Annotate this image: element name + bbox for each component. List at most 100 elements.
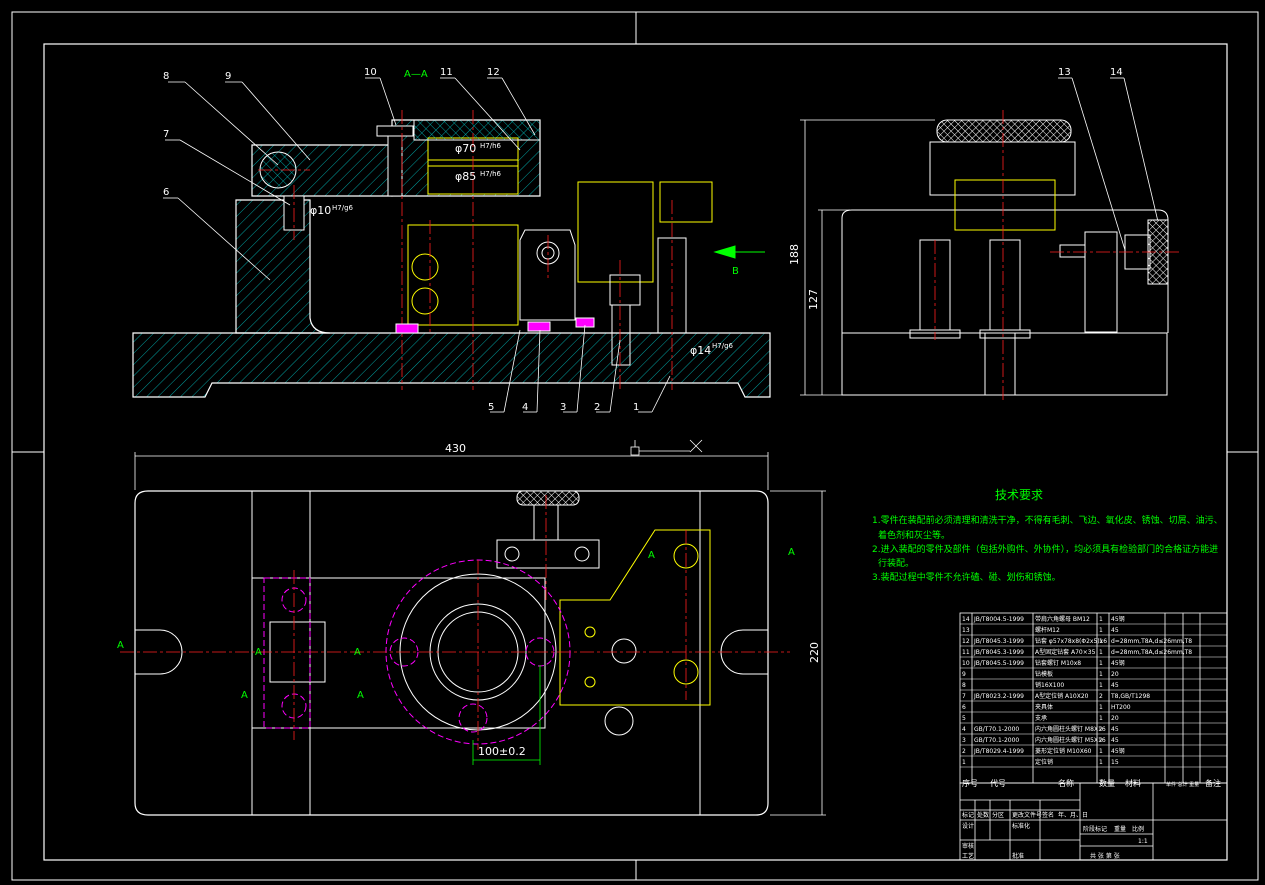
- bom-cell-code: JB/T8023.2-1999: [973, 693, 1024, 700]
- balloon-6: 6: [163, 187, 169, 198]
- bom-cell-name: A型定位销 A10X20: [1035, 692, 1089, 700]
- svg-text:A: A: [354, 647, 361, 658]
- bom-cell-mat: 45: [1111, 737, 1119, 744]
- bom-cell-no: 11: [962, 649, 970, 656]
- section-markers: A A A A A A A: [117, 547, 795, 701]
- balloon-12: 12: [487, 67, 500, 78]
- svg-text:3.装配过程中零件不允许磕、碰、划伤和锈蚀。: 3.装配过程中零件不允许磕、碰、划伤和锈蚀。: [872, 571, 1061, 583]
- bom-cell-name: 内六角圆柱头螺钉 M5X16: [1035, 736, 1106, 744]
- bom-cell-name: 定位销: [1035, 758, 1053, 766]
- base-plate: [132, 332, 771, 398]
- svg-text:A: A: [357, 690, 364, 701]
- top-view: [134, 490, 769, 816]
- balloon-4: 4: [522, 402, 528, 413]
- svg-text:A: A: [241, 690, 248, 701]
- balloon-9: 9: [225, 71, 231, 82]
- balloon-7: 7: [163, 129, 169, 140]
- workpiece: [407, 181, 713, 326]
- bom-cell-name: 内六角圆柱头螺钉 M8X16: [1035, 725, 1106, 733]
- title-block-text: 标记 处数 分区 更改文件号 签名 年、月、日 设计 标准化 阶段标记 重量 比…: [962, 811, 1148, 860]
- bom-cell-code: JB/T8004.5-1999: [973, 616, 1024, 623]
- svg-text:批准: 批准: [1012, 852, 1024, 860]
- screws-3-4: [395, 317, 595, 334]
- dim-d14: φ14: [690, 344, 711, 357]
- bom-cell-no: 2: [962, 748, 966, 755]
- svg-text:标准化: 标准化: [1012, 822, 1030, 830]
- svg-text:工艺: 工艺: [962, 852, 974, 860]
- bom-cell-name: 钻模板: [1035, 670, 1053, 678]
- bom-cell-code: JB/T8029.4-1999: [973, 748, 1024, 755]
- bom-cell-mat: d=28mm,T8A,d≤26mm,T8: [1111, 638, 1192, 645]
- bom-cell-mat: 45: [1111, 726, 1119, 733]
- bom-cell-code: JB/T8045.5-1999: [973, 660, 1024, 667]
- bom-cell-qty: 2: [1099, 693, 1103, 700]
- column-body: [235, 199, 331, 334]
- dim-430: 430: [445, 442, 466, 455]
- dim-220: 220: [808, 642, 821, 663]
- dim-d10: φ10: [310, 204, 331, 217]
- bom-cell-no: 13: [962, 627, 970, 634]
- svg-text:2.进入装配的零件及部件（包括外购件、外协件），均必须具有检: 2.进入装配的零件及部件（包括外购件、外协件），均必须具有检验部门的合格证方能进: [872, 543, 1218, 555]
- dim-188: 188: [788, 244, 801, 265]
- tech-req-title: 技术要求: [995, 488, 1043, 502]
- bom-cell-no: 10: [962, 660, 970, 667]
- balloon-2: 2: [594, 402, 600, 413]
- bom-cell-name: 菱形定位销 M10X60: [1035, 747, 1092, 755]
- bom-cell-name: 螺杆M12: [1035, 626, 1060, 634]
- bom-cell-qty: 1: [1099, 660, 1103, 667]
- svg-text:1.零件在装配前必须清理和清洗干净，不得有毛刺、飞边、氧化皮: 1.零件在装配前必须清理和清洗干净，不得有毛刺、飞边、氧化皮、锈蚀、切屑、油污、: [872, 514, 1223, 526]
- svg-text:A: A: [648, 550, 655, 561]
- bom-cell-no: 9: [962, 671, 966, 678]
- bom-cell-no: 7: [962, 693, 966, 700]
- svg-text:A: A: [117, 640, 124, 651]
- svg-text:更改文件号: 更改文件号: [1012, 811, 1042, 819]
- side-knob: [936, 119, 1072, 143]
- svg-text:A: A: [788, 547, 795, 558]
- bom-cell-no: 12: [962, 638, 970, 645]
- dim-d85-fit: H7/h6: [480, 170, 502, 178]
- bom-cell-qty: 1: [1099, 748, 1103, 755]
- bom-cell-mat: d=28mm,T8A,d≤26mm,T8: [1111, 649, 1192, 656]
- bom-cell-code: JB/T8045.3-1999: [973, 649, 1024, 656]
- dim-d10-fit: H7/g6: [332, 204, 354, 212]
- bom-cell-qty: 2: [1099, 737, 1103, 744]
- tech-req-lines: 1.零件在装配前必须清理和清洗干净，不得有毛刺、飞边、氧化皮、锈蚀、切屑、油污、…: [872, 514, 1223, 583]
- cad-cursor-icon: [630, 439, 703, 456]
- bom-cell-mat: 20: [1111, 715, 1119, 722]
- bom-cell-code: GB/T70.1-2000: [974, 737, 1019, 744]
- bom-cell-qty: 2: [1099, 726, 1103, 733]
- balloon-3: 3: [560, 402, 566, 413]
- bom-cell-no: 1: [962, 759, 966, 766]
- top-dimension-lines: [134, 452, 826, 816]
- bom-cell-qty: 1: [1099, 638, 1103, 645]
- balloon-5: 5: [488, 402, 494, 413]
- bom-cell-qty: 1: [1099, 671, 1103, 678]
- view-arrow-b: [713, 245, 765, 259]
- bom-cell-mat: 45: [1111, 682, 1119, 689]
- balloon-11: 11: [440, 67, 453, 78]
- balloon-1: 1: [633, 402, 639, 413]
- svg-text:处数: 处数: [977, 811, 989, 819]
- dim-d70-fit: H7/h6: [480, 142, 502, 150]
- svg-text:共 张 第 张: 共 张 第 张: [1090, 852, 1120, 860]
- bom-cell-mat: 45钢: [1111, 659, 1125, 667]
- bom-cell-no: 5: [962, 715, 966, 722]
- balloon-8: 8: [163, 71, 169, 82]
- top-base-outline: [134, 490, 769, 816]
- dim-d85: φ85: [455, 170, 476, 183]
- svg-text:行装配。: 行装配。: [878, 557, 914, 569]
- bom-cell-name: A型固定钻套 A70×35: [1035, 648, 1096, 656]
- bom-cell-name: 钻套 φ57x78x8(Φ2x5)x6: [1035, 637, 1107, 645]
- bom-cell-qty: 1: [1099, 704, 1103, 711]
- svg-text:审核: 审核: [962, 842, 974, 850]
- bom-cell-code: GB/T70.1-2000: [974, 726, 1019, 733]
- bom-cell-no: 4: [962, 726, 966, 733]
- dim-d14-fit: H7/g6: [712, 342, 734, 350]
- bom-cell-name: 带肩六角螺母 BM12: [1035, 615, 1090, 623]
- svg-text:比例: 比例: [1132, 825, 1144, 833]
- bom-cell-mat: 15: [1111, 759, 1119, 766]
- balloon-13: 13: [1058, 67, 1071, 78]
- bom-cell-no: 3: [962, 737, 966, 744]
- bom-cell-mat: T8,GB/T1298: [1110, 693, 1150, 700]
